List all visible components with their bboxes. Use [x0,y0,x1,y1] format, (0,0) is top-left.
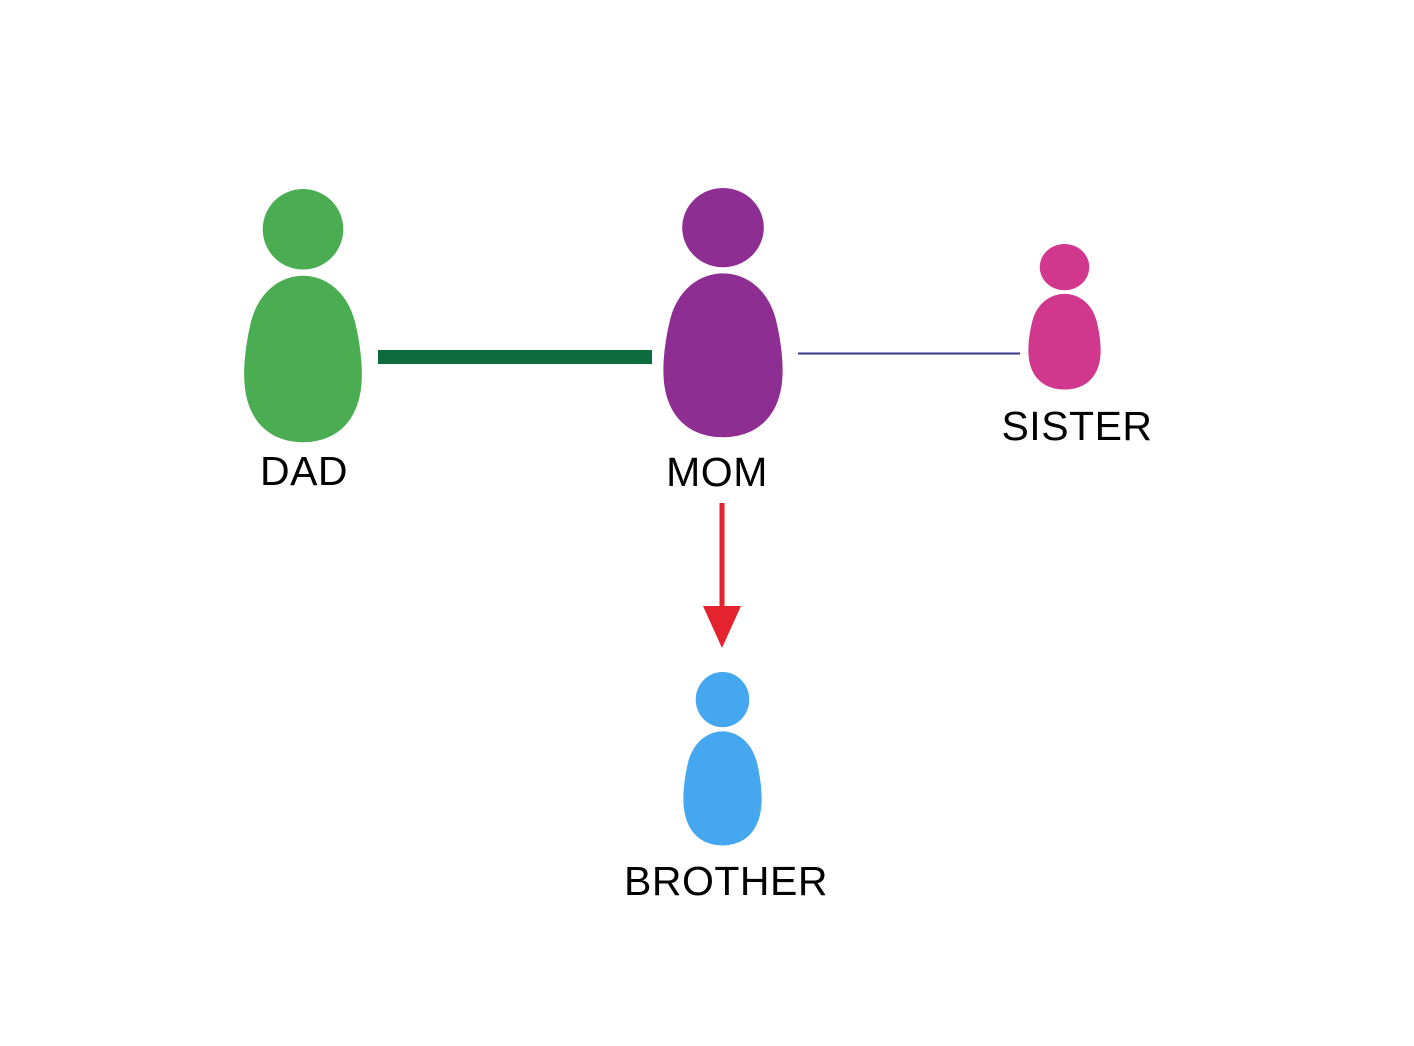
edge-mom-brother-arrowhead-icon [703,606,741,648]
mom-person-icon [663,188,783,438]
dad-person-icon [244,189,362,443]
node-mom [643,188,803,438]
mom-label: MOM [666,449,768,495]
sister-label: SISTER [1001,403,1153,449]
sister-person-icon [1028,244,1101,390]
brother-label: BROTHER [624,858,828,904]
node-brother [670,672,775,846]
node-sister [1016,244,1113,390]
dad-label: DAD [259,448,349,494]
node-dad [224,189,382,443]
brother-person-icon [683,672,762,846]
